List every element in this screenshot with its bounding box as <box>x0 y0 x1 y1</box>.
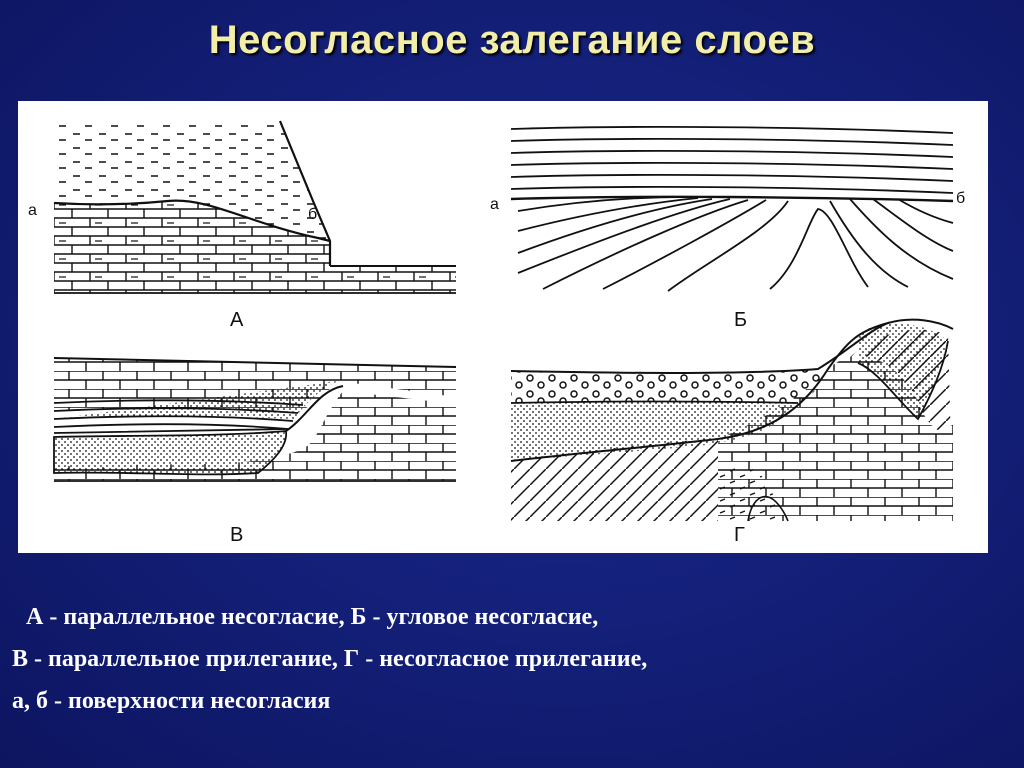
surface-label-b-panel-a: б <box>308 206 317 223</box>
panel-label-v: В <box>230 524 243 546</box>
panel-v: В <box>53 357 457 546</box>
surface-label-b-panel-b: б <box>956 190 965 207</box>
caption-line-1: А - параллельное несогласие, Б - угловое… <box>26 604 599 630</box>
panel-label-g: Г <box>734 524 745 546</box>
slide-title: Несогласное залегание слоев <box>208 18 816 62</box>
panel-g: Г <box>510 318 954 546</box>
unconformity-diagram: а б А а б Б <box>18 101 988 553</box>
caption-line-3: а, б - поверхности несогласия <box>12 688 331 714</box>
surface-label-a-panel-a: а <box>28 202 37 219</box>
panel-label-b: Б <box>734 309 747 331</box>
panel-a: а б А <box>28 120 456 331</box>
panel-b: а б Б <box>490 126 965 331</box>
panel-label-a: А <box>230 309 244 331</box>
caption: А - параллельное несогласие, Б - угловое… <box>12 596 1012 722</box>
surface-label-a-panel-b: а <box>490 196 499 213</box>
caption-line-2: В - параллельное прилегание, Г - несогла… <box>12 646 648 672</box>
